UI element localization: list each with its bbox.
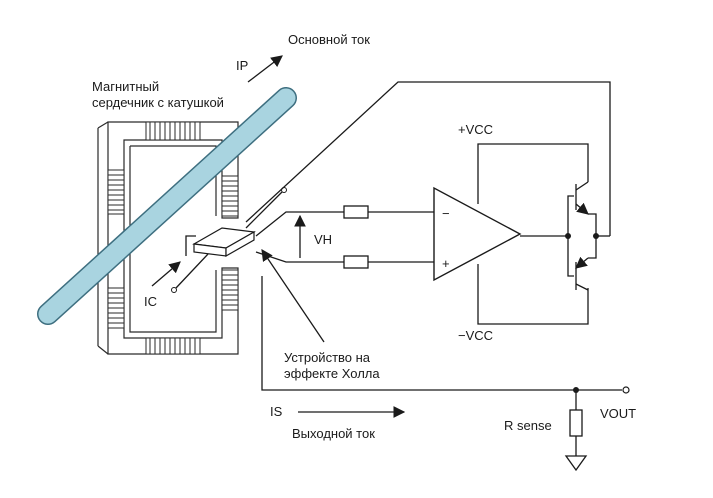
supply-rails (477, 143, 589, 325)
core-coil-bottom (145, 337, 201, 355)
hall-voltage-label: VH (314, 232, 332, 247)
core-label-line1: Магнитный (92, 79, 159, 94)
core-coil-right (221, 175, 239, 311)
control-current-label: IC (144, 294, 157, 309)
op-amp-minus: − (442, 206, 450, 221)
output-transistors (575, 181, 610, 291)
primary-conductor (37, 87, 297, 325)
main-current-arrow (247, 55, 283, 83)
supply-positive-label: +VCC (458, 122, 493, 137)
ground-symbol (564, 455, 588, 472)
op-amp (433, 186, 522, 282)
input-resistor-top (343, 205, 369, 219)
supply-negative-label: −VCC (458, 328, 493, 343)
hall-leads (171, 81, 611, 293)
output-circuit (261, 276, 630, 456)
hall-device-label-line2: эффекте Холла (284, 366, 380, 381)
hall-device-label-line1: Устройство на (284, 350, 371, 365)
hall-label-leader (261, 249, 325, 343)
core-label-line2: сердечник с катушкой (92, 95, 224, 110)
core-coil-top (145, 121, 201, 141)
output-current-direction-label: IS (270, 404, 283, 419)
sense-resistor (569, 409, 583, 437)
hall-voltage-wires (255, 211, 434, 263)
op-amp-output-wire (520, 195, 574, 277)
main-current-label: Основной ток (288, 32, 370, 47)
core-coil-left (107, 169, 125, 329)
hall-device (192, 227, 256, 258)
output-voltage-label: VOUT (600, 406, 636, 421)
control-current-arrow (151, 261, 181, 287)
sense-resistor-label: R sense (504, 418, 552, 433)
output-current-label: Выходной ток (292, 426, 375, 441)
main-current-direction-label: IP (236, 58, 248, 73)
op-amp-plus: + (442, 256, 450, 271)
input-resistor-bottom (343, 255, 369, 269)
